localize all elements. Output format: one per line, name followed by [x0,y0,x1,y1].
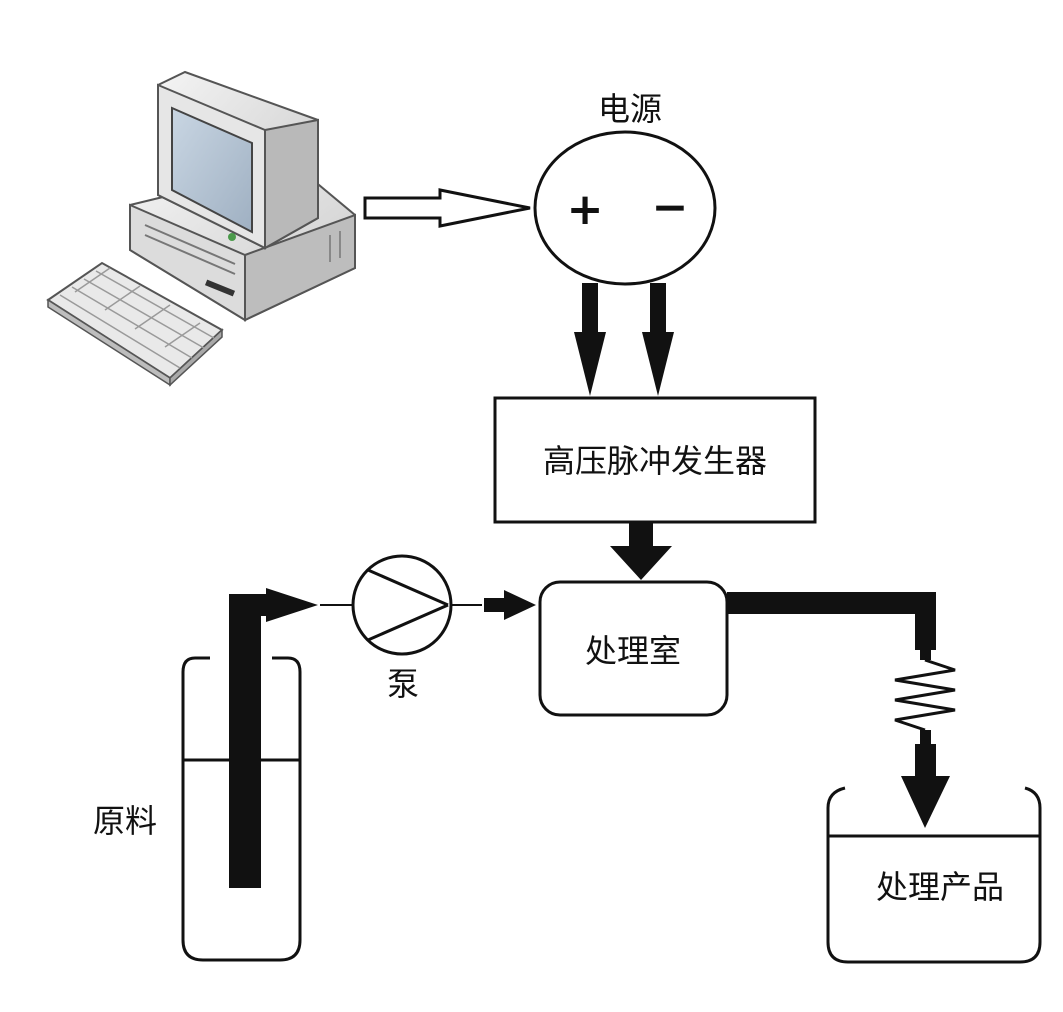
desktop-computer-icon [46,70,356,387]
treatment-chamber: 处理室 [538,580,729,717]
raw-material-pipe [229,588,318,888]
power-to-generator-arrows [574,283,674,396]
treatment-chamber-label: 处理室 [585,632,681,670]
treatment-chamber-box [538,580,729,717]
treated-product-label: 处理产品 [876,868,1004,906]
power-supply: 电源 + − [533,90,717,286]
pulse-generator-label: 高压脉冲发生器 [543,442,767,480]
computer-to-power-arrow [363,188,531,228]
pump-label: 泵 [387,665,419,703]
negative-terminal-symbol: − [652,182,689,233]
power-supply-label: 电源 [598,90,662,128]
coil-icon [894,658,956,732]
pulse-generator-box [493,396,817,524]
pump-symbol-icon [320,554,482,656]
treated-product-container [826,786,1042,964]
pump-to-chamber-arrow [484,590,536,620]
coil-to-product-arrow [901,730,950,828]
generator-to-chamber-arrow [610,522,672,580]
raw-material-label: 原料 [93,802,157,840]
pulse-generator: 高压脉冲发生器 [493,396,817,524]
outlet-pipe [727,592,936,660]
positive-terminal-symbol: + [567,184,604,235]
power-supply-circle [533,130,717,286]
